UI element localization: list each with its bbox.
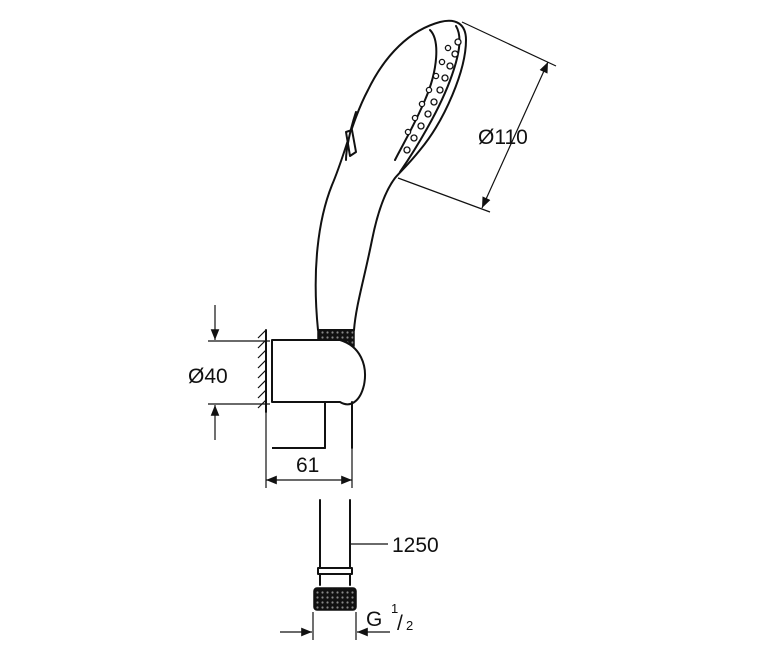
dimension-head-diameter: Ø110 (397, 21, 557, 213)
hose-length-label: 1250 (392, 534, 439, 557)
holder-diameter-label: Ø40 (188, 365, 228, 388)
holder-body (272, 339, 366, 449)
holder-outline (271, 339, 326, 403)
button-recess (345, 111, 357, 161)
head-diameter-label: Ø110 (478, 126, 528, 149)
hose-break (319, 499, 351, 506)
spray-nozzles (403, 38, 462, 154)
hose (313, 499, 357, 611)
hand-shower (314, 19, 467, 347)
holder-depth-label: 61 (296, 454, 319, 477)
wall-hatching (257, 329, 267, 409)
hose-knurled-nut (313, 587, 357, 611)
dimension-hose-length: 1250 (351, 534, 439, 557)
hose-ferrule (317, 567, 353, 575)
dimension-holder-depth: 61 (265, 412, 353, 488)
hose-stub (324, 401, 353, 449)
thread-denominator: 2 (406, 618, 413, 633)
wall-holder (257, 329, 366, 449)
thread-g-label: G (366, 608, 382, 631)
thread-slash: / (397, 612, 403, 635)
shower-head-face (394, 29, 438, 161)
hand-shower-body (314, 19, 467, 331)
dimension-holder-diameter: Ø40 (188, 305, 270, 440)
dimension-thread: G 1 / 2 (280, 601, 413, 640)
thread-numerator: 1 (391, 601, 398, 616)
